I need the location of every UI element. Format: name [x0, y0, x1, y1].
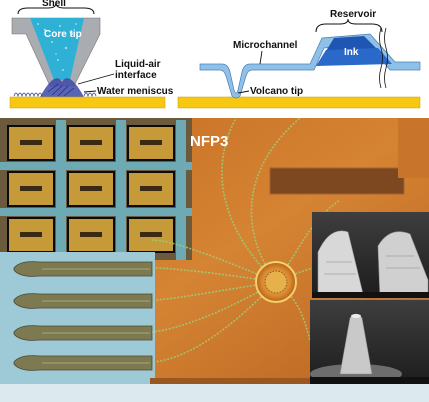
water-meniscus — [40, 78, 84, 97]
meniscus-arrow — [83, 90, 97, 93]
microchannel-label: Microchannel — [233, 40, 298, 51]
volcano-tip-label: Volcano tip — [250, 86, 303, 97]
cantilevers — [13, 261, 153, 371]
left-substrate — [9, 96, 166, 109]
left-schematic: Core tip Shell Liquid-air interface Wate… — [9, 0, 174, 109]
chip-pad-top — [269, 167, 405, 195]
liquid-air-arrow — [77, 73, 115, 85]
right-substrate — [177, 96, 421, 109]
ink-fill — [316, 48, 392, 66]
right-schematic: Ink Reservoir Microchannel Volcano tip — [177, 9, 421, 109]
volcano-tip-arrow — [237, 90, 250, 94]
break-marks — [379, 27, 388, 89]
chip-pad-edge — [398, 118, 429, 178]
photo-composite: NFP3 — [0, 117, 429, 402]
water-meniscus-label: Water meniscus — [97, 86, 174, 97]
liquid-air-label-2: interface — [115, 70, 157, 81]
sem-image-volcano-tip — [310, 300, 429, 384]
reservoir-label: Reservoir — [330, 9, 376, 20]
photo-bottom-border — [0, 384, 429, 402]
ink-label: Ink — [344, 47, 359, 58]
surface-molecules — [13, 92, 97, 98]
sem-image-cantilever-tips — [312, 212, 429, 299]
chip-array — [0, 118, 192, 260]
core-tip-label: Core tip — [44, 29, 82, 40]
microchannel-body — [199, 33, 421, 99]
microchannel-arrow — [259, 50, 263, 65]
core-tip-body — [30, 18, 84, 80]
core-speckle — [37, 23, 77, 71]
device-name-label: NFP3 — [190, 133, 228, 150]
liquid-air-label-1: Liquid-air — [115, 59, 161, 70]
shell-bracket — [17, 2, 95, 15]
shell-label: Shell — [42, 0, 66, 9]
reservoir-spot-inner — [264, 270, 288, 294]
meniscus-lines — [47, 83, 75, 97]
reservoir-bracket — [315, 18, 383, 33]
